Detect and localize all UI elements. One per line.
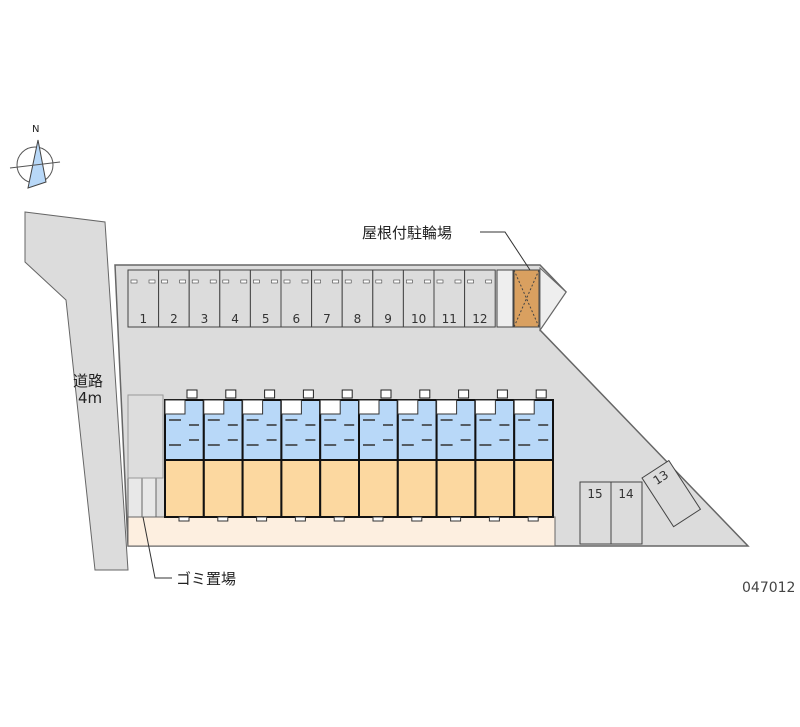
parking-space-13: 13 [641,459,702,528]
north-label: N [32,124,40,135]
svg-text:15: 15 [587,487,602,501]
parking-space-15: 15 [579,481,612,545]
apartment-unit [280,389,322,522]
apartment-unit [396,389,438,522]
svg-text:10: 10 [411,312,426,326]
parking-space-4: 4 [219,269,251,328]
apartment-unit [241,389,283,522]
parking-space-5: 5 [249,269,282,328]
svg-text:7: 7 [323,312,331,326]
svg-text:5: 5 [262,312,270,326]
parking-space-12: 12 [464,269,496,328]
apartment-unit [435,389,477,522]
apartment-unit [202,389,244,522]
parking-space-2: 2 [158,269,190,328]
parking-space-11: 11 [433,269,466,328]
svg-text:6: 6 [292,312,300,326]
road [24,211,129,571]
apartment-unit [474,389,516,522]
apartment-unit [358,389,399,522]
lot-notch [539,266,567,332]
bicycle-parking [513,269,540,328]
svg-text:13: 13 [651,468,671,488]
side-area [127,394,164,479]
svg-text:8: 8 [354,312,362,326]
parking-space-1: 1 [127,269,160,328]
svg-text:3: 3 [201,312,209,326]
svg-text:9: 9 [384,312,392,326]
apartment-unit [319,389,361,522]
parking-space-7: 7 [311,269,343,328]
apartment-unit [164,389,205,522]
garbage-label: ゴミ置場 [176,570,237,588]
svg-text:12: 12 [472,312,487,326]
road-width-label: 4m [78,389,103,407]
parking-space-14: 14 [610,481,643,545]
svg-text:11: 11 [442,312,457,326]
road-label: 道路 [73,372,104,390]
svg-text:2: 2 [170,312,178,326]
svg-text:14: 14 [618,487,633,501]
parking-space-6: 6 [280,269,313,328]
leader-line-garbage [142,516,172,579]
leader-line-bike [480,231,531,271]
parking-space-10: 10 [402,269,435,328]
north-arrow-icon [9,139,61,189]
bicycle-parking-label: 屋根付駐輪場 [362,224,453,242]
svg-text:1: 1 [139,312,147,326]
parking-space-9: 9 [372,269,404,328]
svg-text:4: 4 [231,312,239,326]
storage-box [496,269,514,328]
parking-space-3: 3 [188,269,221,328]
apartment-unit [513,389,555,522]
walkway [127,516,556,547]
parking-space-8: 8 [341,269,374,328]
property-code: 047012 [742,580,796,596]
